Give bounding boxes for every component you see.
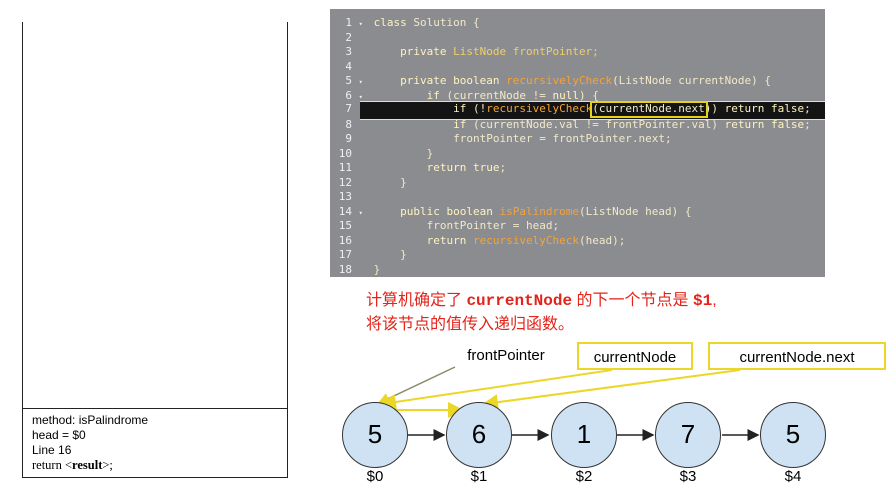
code-line-18: 18 } (330, 263, 825, 278)
code-line-8: 8 if (currentNode.val != frontPointer.va… (330, 118, 825, 133)
line-number: 13 (338, 190, 352, 203)
caption-var-address: $1 (692, 292, 713, 310)
line-number: 10 (338, 146, 352, 160)
node-address-2: $2 (575, 468, 593, 485)
code-line-10: 10 } (330, 147, 825, 162)
fold-toggle-icon[interactable]: ▾ (358, 78, 363, 86)
currentnode-next-highlight-box (590, 101, 708, 118)
line-number: 6 (345, 88, 352, 102)
frame-head-value: head = $0 (32, 428, 86, 442)
node-address-3: $3 (679, 468, 697, 485)
code-line-13: 13 (330, 190, 825, 205)
frame-return: return <result>; (32, 458, 287, 473)
frame-method: method: isPalindrome (32, 413, 149, 427)
caption-line-2: 将该节点的值传入递归函数。 (366, 316, 575, 333)
code-line-17: 17 } (330, 248, 825, 263)
code-line-16: 16 return recursivelyCheck(head); (330, 234, 825, 249)
frontpointer-arrow (377, 366, 456, 404)
line-number: 14 (338, 204, 352, 218)
code-line-14: 14 ▾ public boolean isPalindrome(ListNod… (330, 205, 825, 220)
list-node-3: 7 (655, 402, 721, 468)
code-line-5: 5 ▾ private boolean recursivelyCheck(Lis… (330, 74, 825, 89)
line-number: 17 (338, 248, 352, 261)
list-node-4: 5 (760, 402, 826, 468)
line-number: 16 (338, 233, 352, 247)
frame-return-prefix: return < (32, 458, 73, 472)
code-editor: 1 ▾class Solution {2 3 private ListNode … (330, 9, 825, 277)
fold-toggle-icon[interactable]: ▾ (358, 20, 363, 28)
frame-return-var: result (72, 458, 103, 472)
line-number: 7 (345, 102, 352, 115)
frame-line: Line 16 (32, 443, 72, 457)
node-address-4: $4 (784, 468, 802, 485)
currentnode-next-label: currentNode.next (708, 342, 886, 370)
currentnode-label: currentNode (577, 342, 693, 370)
line-number: 5 (345, 74, 352, 87)
code-line-9: 9 frontPointer = frontPointer.next; (330, 132, 825, 147)
line-number: 11 (338, 161, 352, 174)
code-line-11: 11 return true; (330, 161, 825, 176)
list-node-0: 5 (342, 402, 408, 468)
list-node-1: 6 (446, 402, 512, 468)
line-number: 4 (345, 59, 352, 73)
fold-toggle-icon[interactable]: ▾ (358, 92, 363, 101)
caption-text-3: , (712, 292, 717, 309)
code-line-15: 15 frontPointer = head; (330, 219, 825, 234)
line-number: 3 (345, 45, 352, 58)
line-number: 18 (338, 262, 352, 276)
line-number: 1 (345, 16, 352, 29)
line-number: 9 (345, 132, 352, 145)
call-stack-panel (22, 22, 288, 478)
fold-toggle-icon[interactable]: ▾ (358, 208, 363, 217)
node-address-0: $0 (366, 468, 384, 485)
line-number: 12 (338, 175, 352, 189)
frame-return-suffix: >; (102, 458, 113, 472)
line-number: 15 (338, 219, 352, 232)
code-line-1: 1 ▾class Solution { (330, 16, 825, 31)
line-number: 8 (345, 117, 352, 131)
node-address-1: $1 (470, 468, 488, 485)
caption-text-1: 计算机确定了 (366, 292, 467, 309)
line-number: 2 (345, 30, 352, 44)
step-caption: 计算机确定了 currentNode 的下一个节点是 $1, 将该节点的值传入递… (366, 289, 866, 336)
frontpointer-label: frontPointer (467, 347, 545, 364)
code-line-2: 2 (330, 31, 825, 46)
caption-text-2: 的下一个节点是 (572, 292, 693, 309)
currentnode-next-arrow (482, 369, 741, 411)
code-line-4: 4 (330, 60, 825, 75)
code-line-7: 7 if (!recursivelyCheck(currentNode.next… (330, 102, 825, 117)
currentnode-arrow (380, 369, 613, 410)
caption-var-currentnode: currentNode (466, 292, 573, 310)
code-line-3: 3 private ListNode frontPointer; (330, 45, 825, 60)
code-line-6: 6 ▾ if (currentNode != null) { (330, 89, 825, 104)
caption-line-1: 计算机确定了 currentNode 的下一个节点是 $1, (366, 289, 866, 313)
list-node-2: 1 (551, 402, 617, 468)
code-line-12: 12 } (330, 176, 825, 191)
stack-frame: method: isPalindrome head = $0 Line 16 r… (22, 408, 288, 478)
